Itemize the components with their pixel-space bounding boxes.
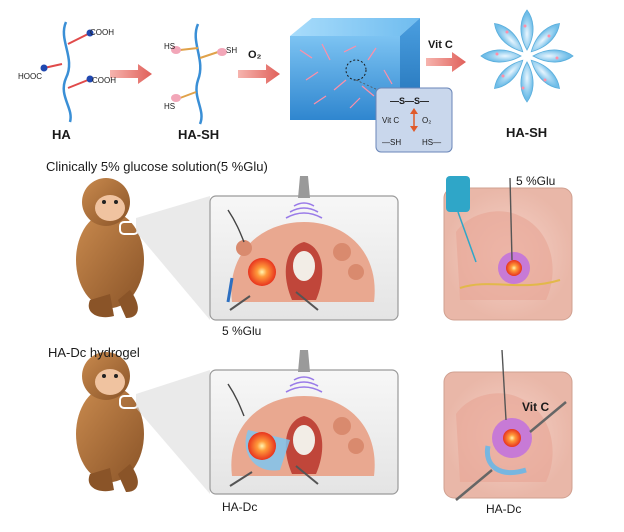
ha-sh-result-label: HA-SH [506, 125, 548, 140]
inset-disulfide: —S—S— [390, 96, 430, 106]
disulfide-inset [355, 79, 453, 153]
inset-thiol-right: HS— [422, 138, 442, 147]
arrow-oxidation [238, 64, 280, 84]
ha-sh-molecule [171, 23, 227, 125]
hs-label-1: HS [164, 42, 176, 51]
inset-thiol-left: —SH [382, 138, 402, 147]
ha-molecule [40, 21, 94, 123]
row2-syringe-label: HA-Dc [486, 502, 522, 516]
zoom-cone-top [136, 196, 210, 320]
ha-sh-label: HA-SH [178, 127, 220, 142]
inset-o2: O₂ [422, 116, 432, 125]
row1-drip-label: 5 %Glu [516, 174, 556, 188]
row1-title: Clinically 5% glucose solution(5 %Glu) [46, 159, 268, 174]
cooh-label-1: COOH [90, 28, 114, 37]
o2-arrow-label: O₂ [248, 49, 262, 61]
pelvis-panel-top [443, 176, 573, 321]
vitc-arrow-label: Vit C [428, 39, 453, 51]
row1-injection-label: 5 %Glu [222, 324, 262, 338]
arrow-reduction [426, 52, 466, 72]
row2-injection-label: HA-Dc [222, 500, 258, 514]
ha-label: HA [52, 127, 71, 142]
inset-vitc: Vit C [382, 116, 400, 125]
row2-title: HA-Dc hydrogel [48, 345, 140, 360]
monkey-top [76, 178, 144, 318]
arrow-ha-to-hash [110, 64, 152, 84]
sh-label-2: SH [226, 46, 238, 55]
cooh-label-2: COOH [92, 76, 116, 85]
hooc-label: HOOC [18, 72, 42, 81]
hs-label-3: HS [164, 102, 176, 111]
pelvis-panel-bottom [443, 349, 573, 501]
ultrasound-panel-bottom [209, 350, 399, 495]
monkey-bottom [76, 352, 144, 492]
ultrasound-panel-top [209, 176, 399, 321]
row2-vitc-label: Vit C [522, 400, 550, 414]
degraded-hydrogel [480, 9, 574, 103]
zoom-cone-bottom [136, 370, 210, 494]
